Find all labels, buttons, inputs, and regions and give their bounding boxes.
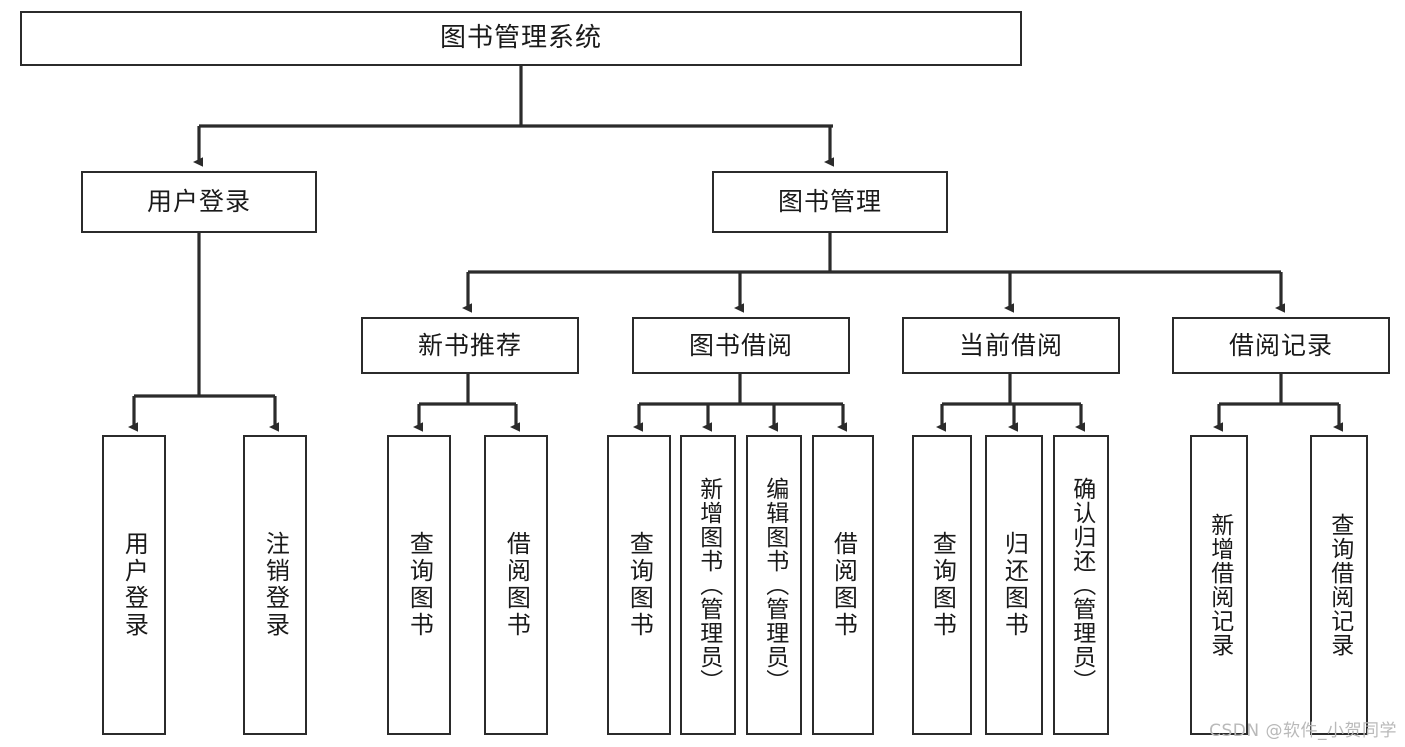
node-label: 编辑图书（管理员） [761,477,788,693]
node-label: 归还图书 [1000,531,1029,639]
csdn-watermark: CSDN @软件_小贺同学 [1209,721,1397,741]
node-borrowing-records[interactable]: 借阅记录 [1172,317,1390,374]
node-label: 查询图书 [928,531,957,639]
node-leaf-add-borrow-record[interactable]: 新增借阅记录 [1190,435,1248,735]
node-leaf-borrow-book-borrow[interactable]: 借阅图书 [812,435,874,735]
node-leaf-edit-book-admin[interactable]: 编辑图书（管理员） [746,435,802,735]
node-label: 图书借阅 [688,330,793,360]
node-user-login[interactable]: 用户登录 [81,171,317,233]
node-label: 查询图书 [405,531,434,639]
node-label: 当前借阅 [958,330,1063,360]
node-leaf-user-login[interactable]: 用户登录 [102,435,166,735]
node-label: 图书管理系统 [439,23,602,54]
node-label: 借阅记录 [1228,330,1333,360]
node-leaf-borrow-book-newbook[interactable]: 借阅图书 [484,435,548,735]
node-label: 用户登录 [146,187,251,217]
node-root-system[interactable]: 图书管理系统 [20,11,1022,66]
node-label: 新增借阅记录 [1206,513,1233,657]
node-leaf-confirm-return-admin[interactable]: 确认归还（管理员） [1053,435,1109,735]
node-current-borrowing[interactable]: 当前借阅 [902,317,1120,374]
node-leaf-return-book[interactable]: 归还图书 [985,435,1043,735]
node-label: 确认归还（管理员） [1068,477,1095,693]
node-leaf-query-borrow-record[interactable]: 查询借阅记录 [1310,435,1368,735]
node-book-management[interactable]: 图书管理 [712,171,948,233]
node-leaf-query-book-current[interactable]: 查询图书 [912,435,972,735]
node-leaf-query-book-newbook[interactable]: 查询图书 [387,435,451,735]
node-leaf-user-logout[interactable]: 注销登录 [243,435,307,735]
node-label: 查询借阅记录 [1326,513,1353,657]
node-label: 新增图书（管理员） [695,477,722,693]
node-leaf-query-book-borrow[interactable]: 查询图书 [607,435,671,735]
node-label: 借阅图书 [829,531,858,639]
node-new-book-recommendation[interactable]: 新书推荐 [361,317,579,374]
node-book-borrowing[interactable]: 图书借阅 [632,317,850,374]
node-label: 注销登录 [261,531,290,639]
node-label: 用户登录 [120,531,149,639]
node-label: 图书管理 [777,187,882,217]
node-leaf-add-book-admin[interactable]: 新增图书（管理员） [680,435,736,735]
node-label: 查询图书 [625,531,654,639]
node-label: 新书推荐 [417,330,522,360]
node-label: 借阅图书 [502,531,531,639]
